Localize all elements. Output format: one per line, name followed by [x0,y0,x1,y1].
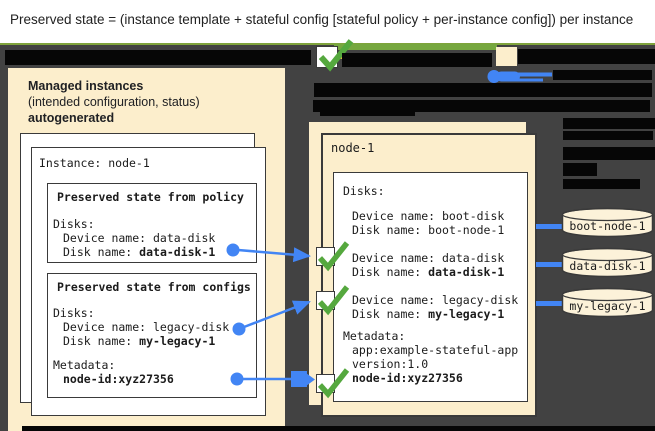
redacted-text-bar [563,163,597,176]
database-cylinder-icon [561,247,654,278]
checkmark-icon [318,39,354,72]
legend-checkbox [316,39,354,72]
disk-connector [536,224,562,229]
checkbox-legacy-disk [316,285,350,316]
policy-state-box [47,183,257,263]
metadata-app-line: app:example-stateful-app [352,343,519,357]
node-panel-title: node-1 [331,141,375,155]
legend-cream-swatch [496,47,517,66]
configs-box-title: Preserved state from configs [57,280,251,294]
data-device-line: Device name: data-disk [352,251,505,265]
disk-label: boot-node-1 [569,219,646,233]
managed-instances-heading: Managed instances [28,79,144,93]
disk-cylinder-boot: boot-node-1 [561,207,654,238]
redacted-text-bar [553,70,652,80]
instance-card-title: Instance: node-1 [39,156,150,170]
metadata-nodeid-line: node-id:xyz27356 [352,371,463,385]
checkmark-icon [317,368,350,399]
redacted-text-bar [314,83,652,97]
title-bar: Preserved state = (instance template + s… [0,0,655,43]
checkbox-node-id [316,368,350,399]
disk-cylinder-legacy: my-legacy-1 [561,287,654,318]
configs-disks-label: Disks: [53,306,95,320]
database-cylinder-icon [561,207,654,238]
redacted-text-bar [563,179,640,189]
policy-disk-line: Disk name: data-disk-1 [63,245,216,259]
configs-metadata-value: node-id:xyz27356 [63,372,174,386]
legacy-disk-value: my-legacy-1 [428,307,505,321]
checkmark-icon [317,241,350,272]
boot-disk-line: Disk name: boot-node-1 [352,223,505,237]
redacted-text-bar [22,426,655,431]
redacted-text-bar [320,110,415,116]
node-disks-label: Disks: [343,184,385,198]
disk-cylinder-data: data-disk-1 [561,247,654,278]
policy-device-line: Device name: data-disk [63,231,216,245]
redacted-text-bar [563,147,655,160]
redacted-text-bar [5,50,311,65]
configs-metadata-label: Metadata: [53,358,116,372]
policy-box-title: Preserved state from policy [57,190,244,204]
configs-device-line: Device name: legacy-disk [63,320,230,334]
metadata-version-line: version:1.0 [352,357,429,371]
redacted-text-bar [563,131,653,140]
disk-label: data-disk-1 [569,259,646,273]
boot-device-line: Device name: boot-disk [352,209,505,223]
boot-disk-value: boot-node-1 [428,223,505,237]
disk-connector [536,301,562,306]
checkbox-data-disk [316,241,350,272]
title-divider [0,43,655,45]
diagram-title: Preserved state = (instance template + s… [10,12,634,27]
checkmark-icon [317,285,350,316]
data-disk-line: Disk name: data-disk-1 [352,265,505,279]
legacy-disk-line: Disk name: my-legacy-1 [352,307,505,321]
data-disk-value: data-disk-1 [428,265,505,279]
node-metadata-label: Metadata: [343,329,406,343]
database-cylinder-icon [561,287,654,318]
legacy-device-line: Device name: legacy-disk [352,293,519,307]
configs-disk-value: my-legacy-1 [139,334,216,348]
redacted-text-bar [342,53,492,67]
redacted-text-bar [518,49,655,64]
disk-connector [536,262,562,267]
legend-green-line [334,44,497,50]
policy-disks-label: Disks: [53,217,95,231]
redacted-text-bar [313,100,650,112]
policy-disk-value: data-disk-1 [139,245,216,259]
configs-state-box [47,273,257,398]
node-disks-box [333,172,528,402]
configs-disk-line: Disk name: my-legacy-1 [63,334,216,348]
autogenerated-label: autogenerated [28,111,115,125]
redacted-text-bar [563,118,655,129]
disk-label: my-legacy-1 [569,299,646,313]
managed-instances-subheading: (intended configuration, status) [28,95,200,109]
